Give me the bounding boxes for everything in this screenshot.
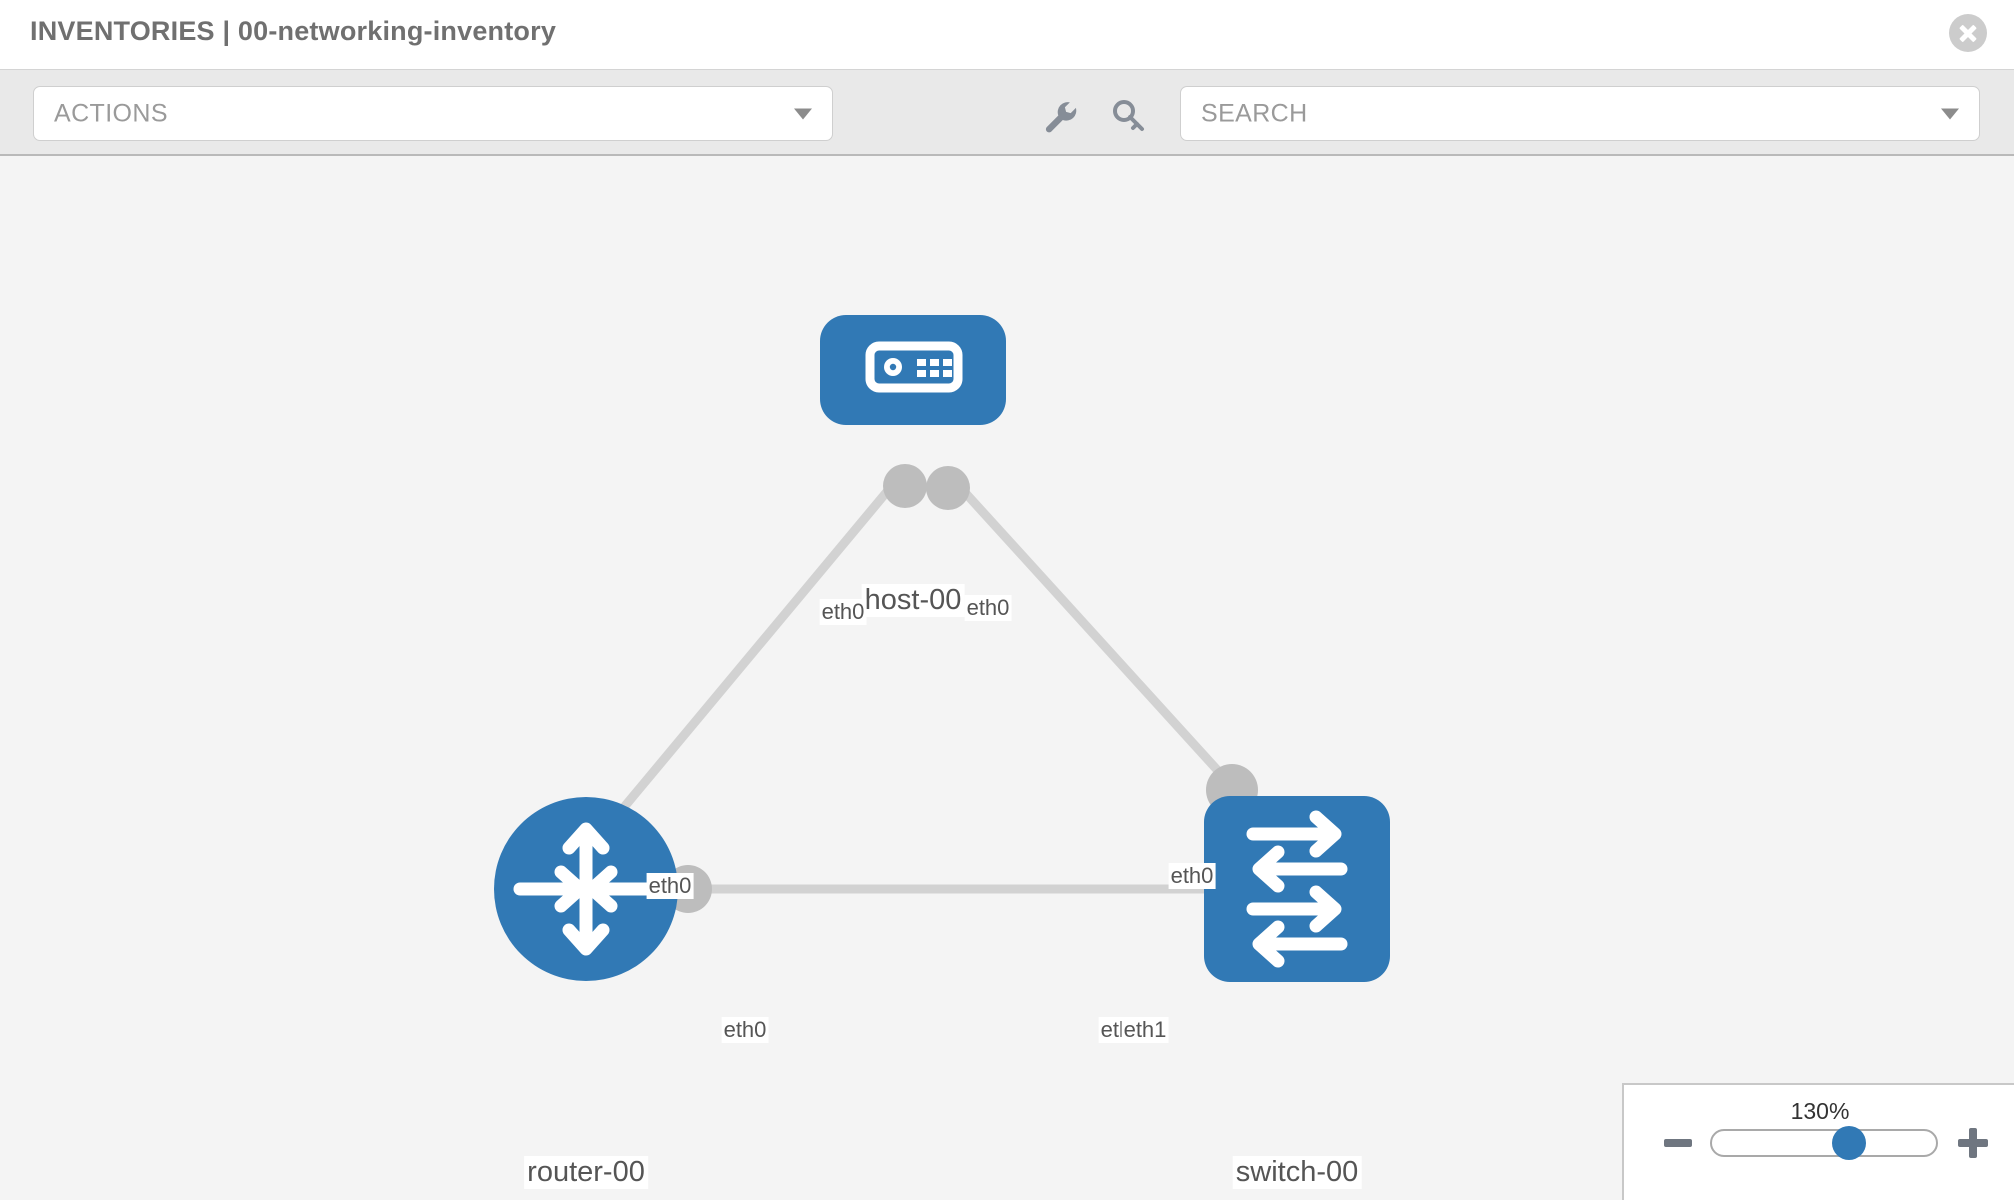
actions-dropdown[interactable]: ACTIONS (33, 86, 833, 141)
close-icon[interactable] (1949, 14, 1987, 52)
zoom-slider-handle[interactable] (1831, 1126, 1866, 1160)
link-label-host00-eth0-left: eth0 (819, 599, 867, 625)
page-header: INVENTORIES | 00-networking-inventory (0, 0, 2014, 69)
link-label-router00-eth0: eth0 (721, 1017, 769, 1043)
link-host00-router00 (595, 471, 905, 841)
zoom-out-button[interactable] (1664, 1139, 1692, 1147)
connectors-layer (664, 464, 1258, 915)
node-router-00 (494, 797, 678, 981)
search-placeholder: SEARCH (1201, 99, 1308, 127)
link-label-host00-eth0-right: eth0 (964, 595, 1012, 621)
zoom-slider[interactable] (1710, 1126, 1938, 1160)
link-label-switch00-eth0-uplink: eth0 (1168, 863, 1216, 889)
router-arrows-icon (513, 822, 659, 956)
actions-dropdown-label: ACTIONS (54, 99, 168, 127)
connector-host00-eth0-right (926, 466, 970, 510)
zoom-level-value: 130% (1790, 1098, 1850, 1124)
link-label-switch00-eth1: eth1 (1121, 1017, 1169, 1043)
node-label-switch-00: switch-00 (1232, 1156, 1362, 1189)
node-label-router-00: router-00 (524, 1156, 648, 1189)
wrench-icon[interactable] (1040, 96, 1080, 136)
link-host00-switch00 (945, 471, 1255, 811)
switch-arrows-icon (1246, 810, 1348, 968)
zoom-in-button[interactable] (1958, 1128, 1988, 1158)
link-label-router00-eth0-uplink: eth0 (646, 873, 694, 899)
search-input[interactable]: SEARCH (1180, 86, 1980, 141)
toolbar: ACTIONS SEARCH (0, 69, 2014, 156)
topology-graph (494, 315, 1390, 982)
key-icon[interactable] (1108, 96, 1148, 136)
server-icon (865, 341, 963, 393)
node-host-00 (820, 315, 1006, 425)
topology-canvas[interactable]: host-00 router-00 switch-00 eth0 eth0 et… (0, 156, 2014, 1200)
links-layer (595, 471, 1255, 894)
chevron-down-icon (1941, 108, 1959, 119)
node-label-host-00: host-00 (861, 584, 965, 617)
chevron-down-icon (794, 108, 812, 119)
node-switch-00 (1204, 796, 1390, 982)
connector-host00-eth0-left (883, 464, 927, 508)
zoom-control-panel: 130% (1622, 1083, 2014, 1200)
breadcrumb: INVENTORIES | 00-networking-inventory (30, 16, 557, 46)
